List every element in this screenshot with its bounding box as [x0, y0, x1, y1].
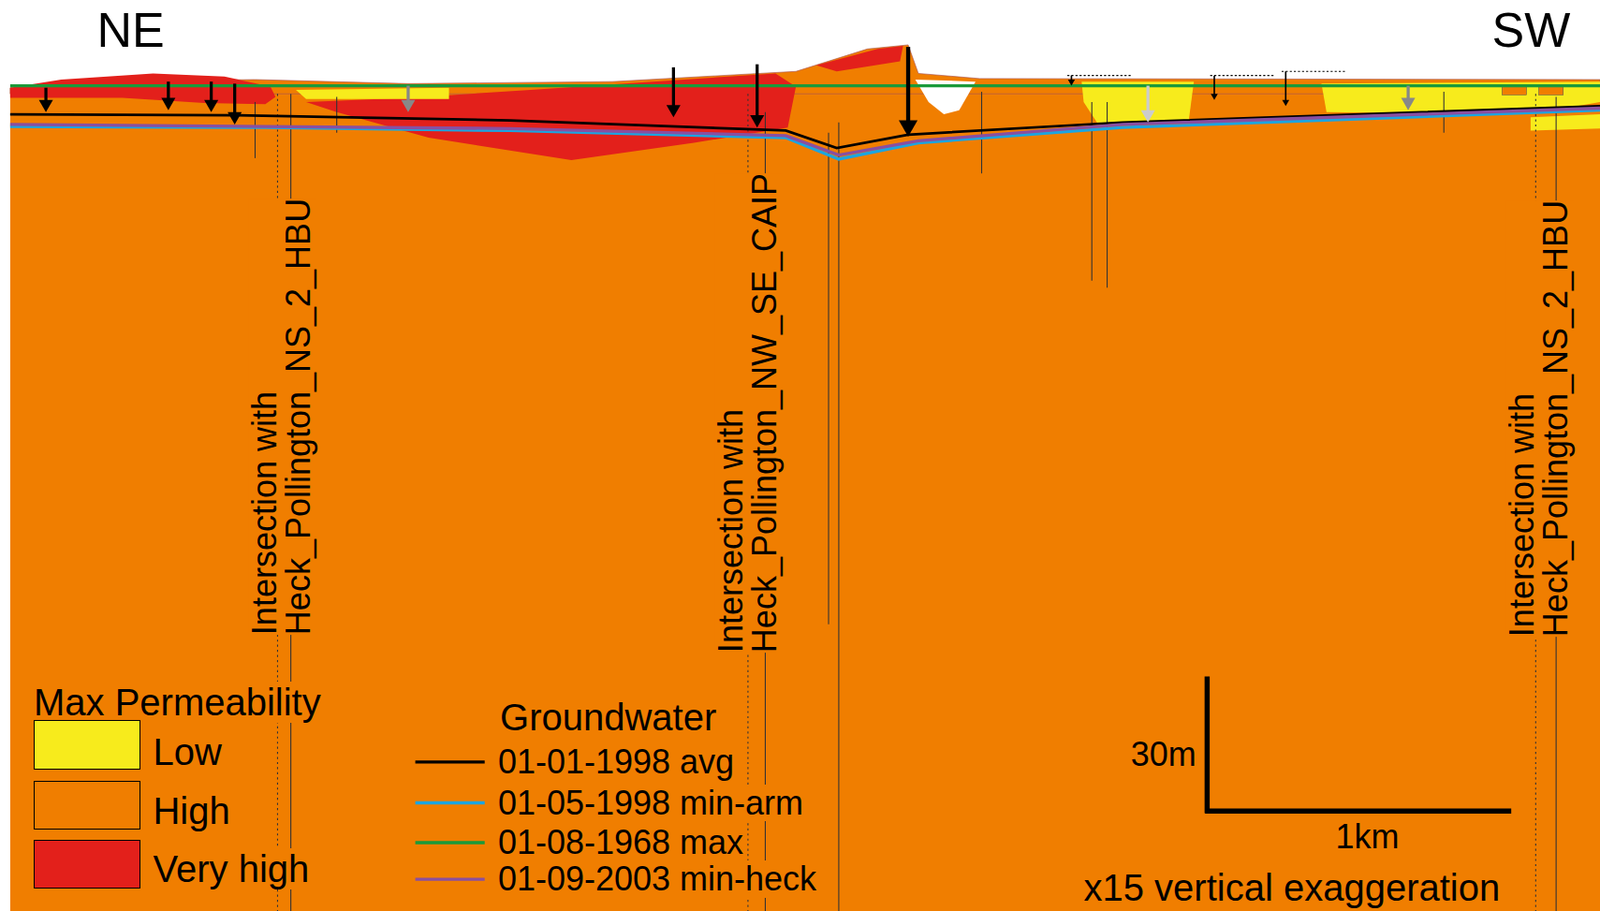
arrow-shaft — [406, 86, 410, 102]
legend-text: 01-09-2003 min-heck — [498, 860, 817, 898]
arrow-head — [204, 100, 219, 113]
groundwater-max — [10, 84, 1600, 88]
arrow-shaft — [233, 83, 236, 114]
exaggeration-note: x15 vertical exaggeration — [1083, 866, 1500, 909]
legend-text: 01-08-1968 max — [498, 823, 744, 862]
level-tick — [1281, 71, 1348, 73]
legend-text: 01-05-1998 min-arm — [498, 784, 804, 823]
arrow-shaft — [44, 88, 47, 102]
intersection-lines — [277, 93, 1536, 911]
arrow-head — [1401, 98, 1416, 111]
legend-swatch — [33, 719, 141, 769]
legend-title: Max Permeability — [33, 681, 322, 723]
high-permeability-body — [10, 88, 1600, 911]
arrow-head — [39, 100, 54, 113]
ground-surface — [10, 44, 1600, 94]
arrow-shaft — [1284, 71, 1287, 102]
arrow-head — [1068, 79, 1076, 87]
arrow-shaft — [906, 46, 911, 122]
arrow-head — [161, 98, 176, 111]
scale-label: 30m — [1130, 735, 1197, 774]
flux-arrows — [39, 46, 1416, 137]
level-tick — [1067, 74, 1133, 76]
arrow-shaft — [209, 81, 213, 102]
borehole-lines — [254, 91, 1556, 911]
legend-swatch — [33, 839, 141, 889]
scale-bar — [1204, 675, 1512, 813]
intersection-label: Intersection with Heck_Pollington_NS_2_H… — [1505, 200, 1573, 637]
arrow-shaft — [1213, 75, 1216, 96]
arrow-head — [227, 112, 242, 125]
arrow-head — [1210, 93, 1219, 101]
arrow-head — [898, 120, 918, 137]
small-lens — [1501, 87, 1527, 96]
arrow-shaft — [672, 67, 676, 106]
direction-label: SW — [1491, 3, 1571, 58]
arrow-head — [1141, 110, 1156, 123]
arrow-shaft — [166, 81, 170, 100]
arrow-shaft — [755, 64, 759, 118]
legend-text: Low — [152, 731, 221, 773]
direction-label: NE — [97, 3, 165, 58]
low-unit — [1081, 81, 1194, 125]
legend-title: Groundwater — [499, 696, 717, 738]
legend-swatch — [33, 780, 141, 830]
low-unit — [295, 88, 449, 100]
legend-text: 01-01-1998 avg — [498, 743, 734, 781]
arrow-head — [666, 104, 681, 118]
legend-text: High — [152, 790, 230, 832]
arrow-head — [1282, 100, 1291, 107]
legend-line-samples — [415, 762, 485, 880]
groundwater-min-heck — [10, 107, 1600, 155]
arrow-shaft — [1146, 86, 1150, 112]
arrow-head — [749, 115, 764, 128]
legend-text: Very high — [152, 848, 309, 890]
arrow-shaft — [1406, 86, 1410, 100]
level-tick — [1210, 74, 1277, 76]
intersection-label: Intersection with Heck_Pollington_NS_2_H… — [248, 197, 316, 634]
very-high-unit — [816, 45, 904, 72]
scale-label: 1km — [1335, 818, 1399, 856]
small-lens — [1539, 87, 1564, 96]
arrow-head — [400, 100, 415, 113]
low-unit — [1530, 114, 1600, 131]
intersection-label: Intersection with Heck_Pollington_NW_SE_… — [714, 173, 782, 653]
